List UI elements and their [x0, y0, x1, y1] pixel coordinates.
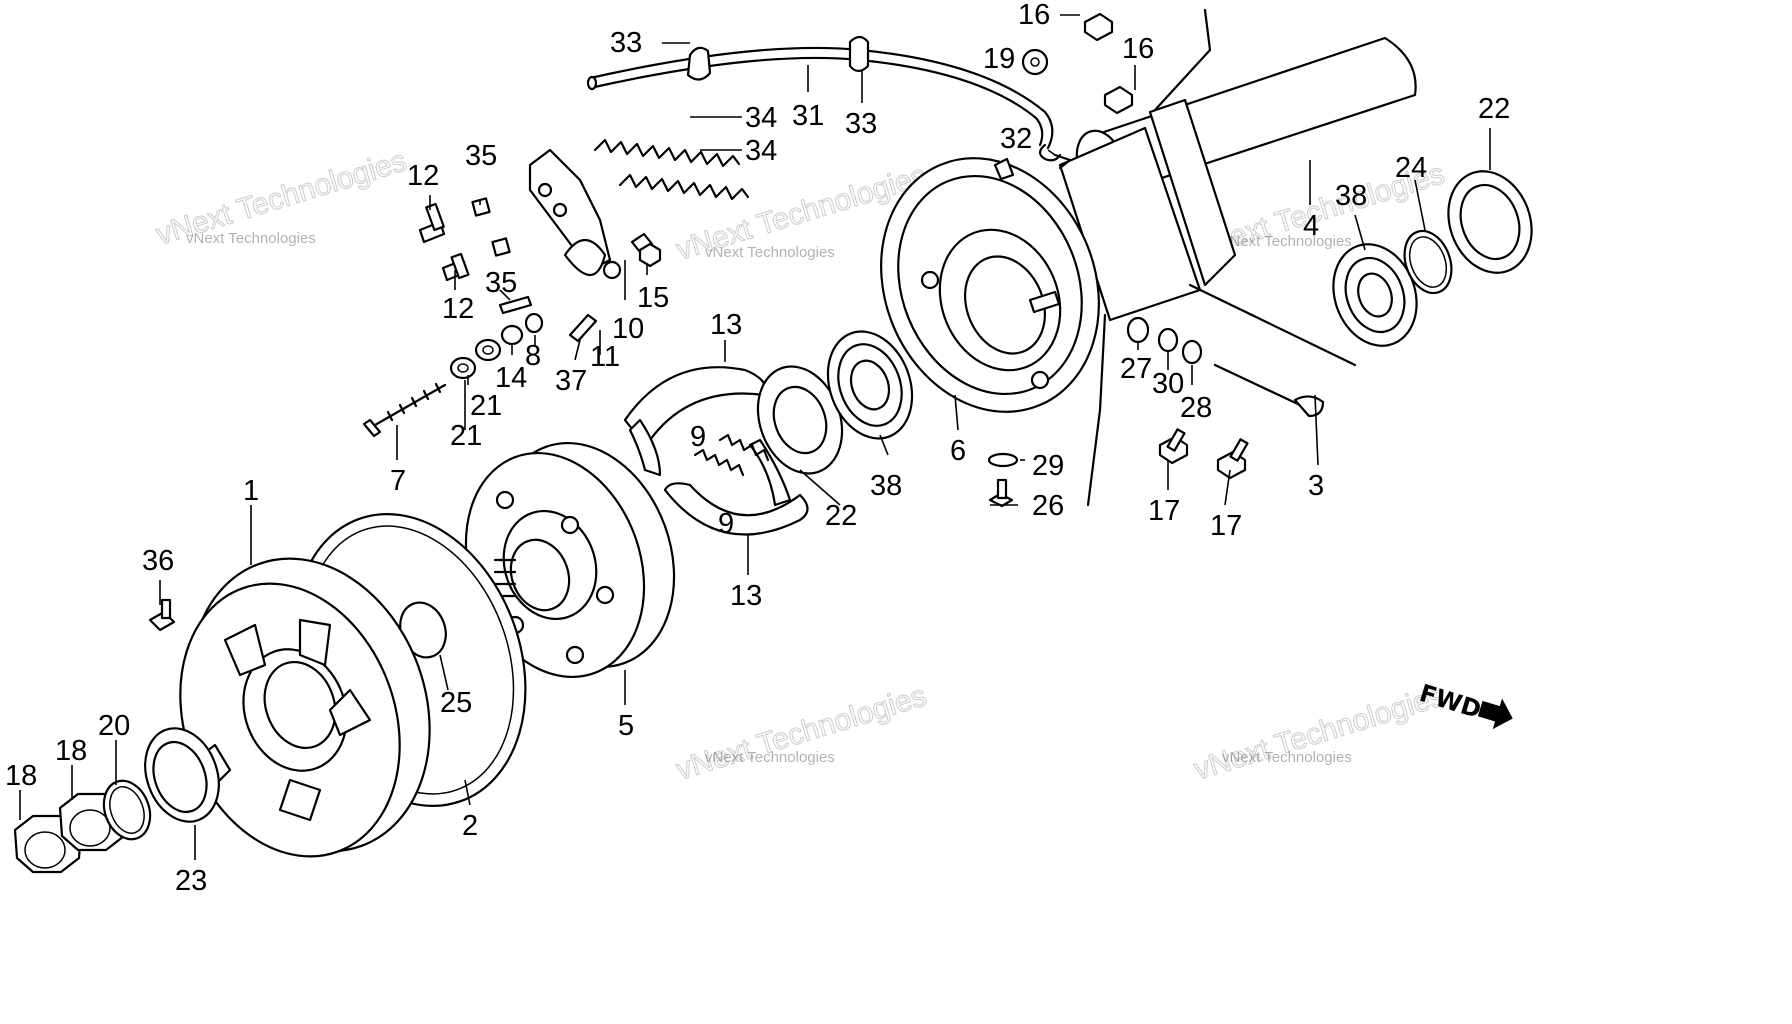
callout-29: 29 [1032, 450, 1064, 482]
watermark-large: vNext Technologies [672, 679, 930, 786]
callout-26: 26 [1032, 490, 1064, 522]
callout-35a: 35 [465, 140, 497, 172]
callout-5: 5 [618, 710, 634, 742]
callout-20: 20 [98, 710, 130, 742]
callout-38b: 38 [870, 470, 902, 502]
callout-33b: 33 [845, 108, 877, 140]
callout-12a: 12 [407, 160, 439, 192]
callout-18b: 18 [55, 735, 87, 767]
callout-23: 23 [175, 865, 207, 897]
axle-nuts-and-seal [13, 727, 220, 874]
callout-30: 30 [1152, 368, 1184, 400]
callout-32: 32 [1000, 123, 1032, 155]
right-bearing-set [1332, 170, 1533, 347]
callout-17b: 17 [1210, 510, 1242, 542]
springs [593, 138, 750, 201]
brake-arm [528, 148, 654, 280]
callout-16a: 16 [1018, 0, 1050, 31]
callout-31: 31 [792, 100, 824, 132]
callout-13b: 13 [730, 580, 762, 612]
callout-10: 10 [612, 313, 644, 345]
callout-34a: 34 [745, 102, 777, 134]
callout-19: 19 [983, 43, 1015, 75]
callout-18a: 18 [5, 760, 37, 792]
leader-lines [19, 14, 1491, 860]
watermark-small: vNext Technologies [705, 244, 835, 261]
brake-panel [880, 157, 1100, 413]
callout-35b: 35 [485, 267, 517, 299]
seal-and-bearing-center [756, 330, 914, 475]
callout-17a: 17 [1148, 495, 1180, 527]
callout-9b: 9 [718, 508, 734, 540]
callout-24: 24 [1395, 152, 1427, 184]
callout-6: 6 [950, 435, 966, 467]
callout-33a: 33 [610, 27, 642, 59]
callout-37: 37 [555, 365, 587, 397]
callout-labels: 1 2 3 4 5 6 7 8 9 9 10 11 12 12 13 13 14… [5, 0, 1510, 897]
watermark-small: vNext Technologies [1222, 749, 1352, 766]
wheel-hub [179, 557, 431, 858]
callout-28: 28 [1180, 392, 1212, 424]
brake-shoes [623, 366, 809, 536]
watermark-small: vNext Technologies [1222, 233, 1352, 250]
callout-16b: 16 [1122, 33, 1154, 65]
callout-21a: 21 [470, 390, 502, 422]
callout-15: 15 [637, 282, 669, 314]
callout-36: 36 [142, 545, 174, 577]
callout-9a: 9 [690, 421, 706, 453]
callout-1: 1 [243, 475, 259, 507]
callout-12b: 12 [442, 293, 474, 325]
callout-11: 11 [590, 341, 620, 373]
forward-indicator: FWD [1416, 679, 1513, 730]
fwd-arrow-icon [1477, 698, 1513, 730]
axle-housing [1058, 8, 1417, 507]
brake-cable [586, 35, 1062, 162]
callout-14: 14 [495, 362, 527, 394]
right-hardware [987, 12, 1325, 508]
callout-34b: 34 [745, 135, 777, 167]
callout-7: 7 [390, 465, 406, 497]
callout-2: 2 [462, 810, 478, 842]
callout-3: 3 [1308, 470, 1324, 502]
callout-38a: 38 [1335, 180, 1367, 212]
callout-25: 25 [440, 687, 472, 719]
callout-4: 4 [1303, 210, 1319, 242]
callout-22a: 22 [1478, 93, 1510, 125]
callout-21b: 21 [450, 420, 482, 452]
callout-27: 27 [1120, 353, 1152, 385]
callout-22b: 22 [825, 500, 857, 532]
watermark-small: vNext Technologies [705, 749, 835, 766]
small-hardware [148, 197, 662, 632]
callout-8: 8 [525, 340, 541, 372]
watermark-small: vNext Technologies [186, 230, 316, 247]
brake-drum [464, 441, 676, 679]
callout-13a: 13 [710, 309, 742, 341]
watermark-large: vNext Technologies [1190, 679, 1448, 786]
